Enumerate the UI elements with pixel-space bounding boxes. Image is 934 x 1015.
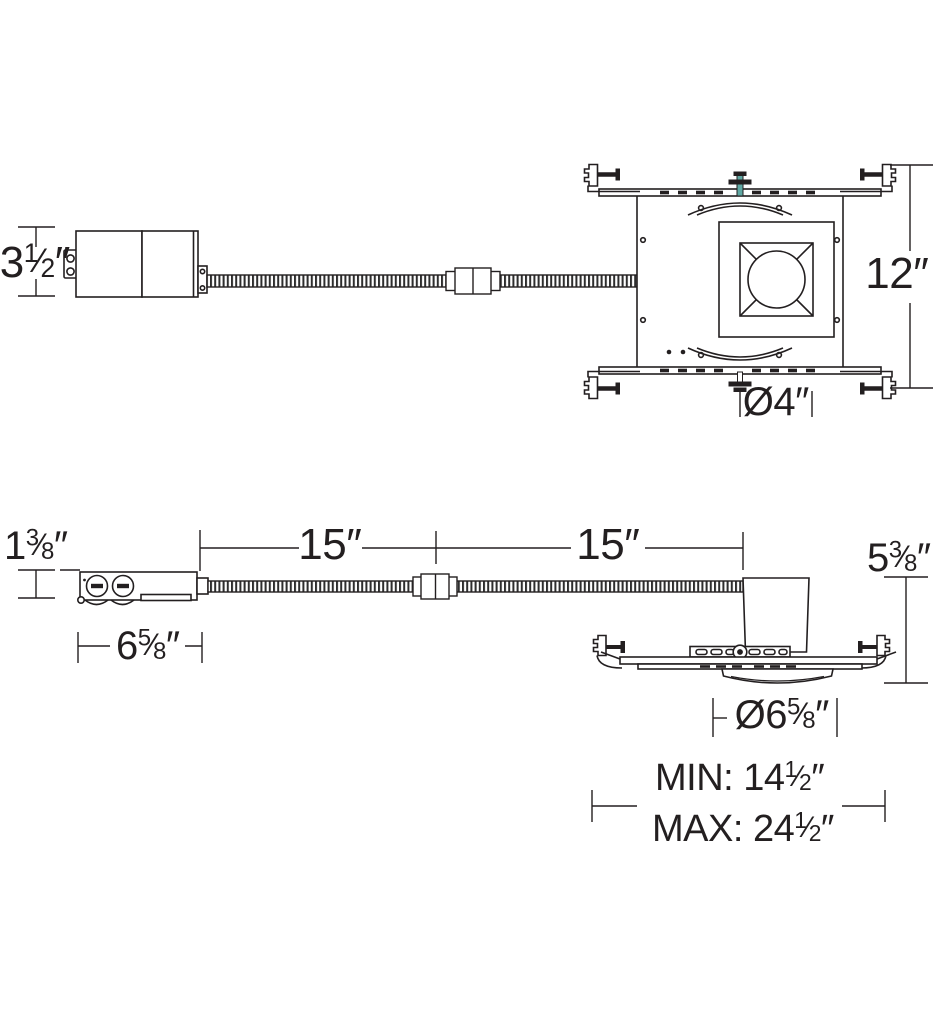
dim-aperture-diameter: Ø4″: [742, 380, 810, 424]
mounting-screw-bottom: [728, 371, 752, 392]
dim-lines-side: [18, 530, 928, 822]
junction-box-side: [77, 571, 209, 606]
dim-span-right: 15″: [576, 520, 640, 569]
dim-jbox-height-plan: 31⁄2″: [0, 237, 71, 287]
dim-jbox-height-side: 13⁄8″: [3, 524, 69, 568]
dim-span-left: 15″: [298, 520, 362, 569]
dim-bar-max: MAX: 241⁄2″: [652, 807, 835, 850]
dim-flange-diameter: Ø65⁄8″: [734, 693, 830, 737]
dim-housing-height: 53⁄8″: [866, 536, 932, 580]
housing-plan: [585, 163, 896, 399]
square-trim-plan: [718, 221, 835, 338]
junction-box-plan: [63, 230, 208, 298]
housing-side: [592, 577, 897, 684]
round-trim-flange: [721, 668, 834, 684]
flex-conduit-plan: [206, 267, 638, 295]
dim-bar-min: MIN: 141⁄2″: [655, 756, 825, 799]
dim-jbox-width: 65⁄8″: [115, 624, 181, 668]
flex-conduit-side: [207, 573, 744, 600]
dim-housing-length: 12″: [865, 249, 929, 298]
mounting-screw-top: [728, 171, 752, 197]
dim-lines-plan: [18, 164, 933, 417]
